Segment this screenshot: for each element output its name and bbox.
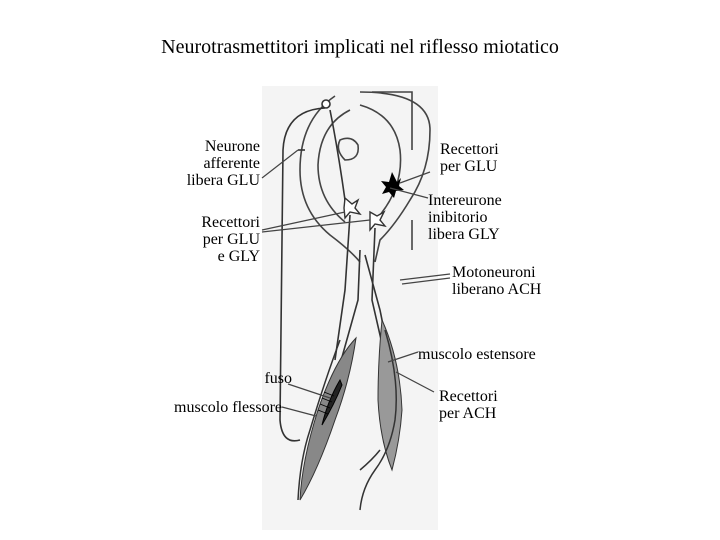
- label-muscolo-flessore: muscolo flessore: [130, 399, 282, 416]
- label-fuso: fuso: [200, 370, 292, 387]
- diagram-background: [262, 86, 438, 530]
- afferent-cell-body: [322, 100, 330, 108]
- label-muscolo-estensore: muscolo estensore: [418, 346, 578, 363]
- label-interneurone: Intereurone inibitorio libera GLY: [428, 192, 558, 243]
- label-neurone-afferente: Neurone afferente libera GLU: [140, 138, 260, 189]
- label-motoneuroni: Motoneuroni liberano ACH: [452, 264, 582, 298]
- label-recettori-glu-gly: Recettori per GLU e GLY: [140, 214, 260, 265]
- label-recettori-ach: Recettori per ACH: [439, 388, 559, 422]
- label-recettori-glu: Recettori per GLU: [440, 141, 560, 175]
